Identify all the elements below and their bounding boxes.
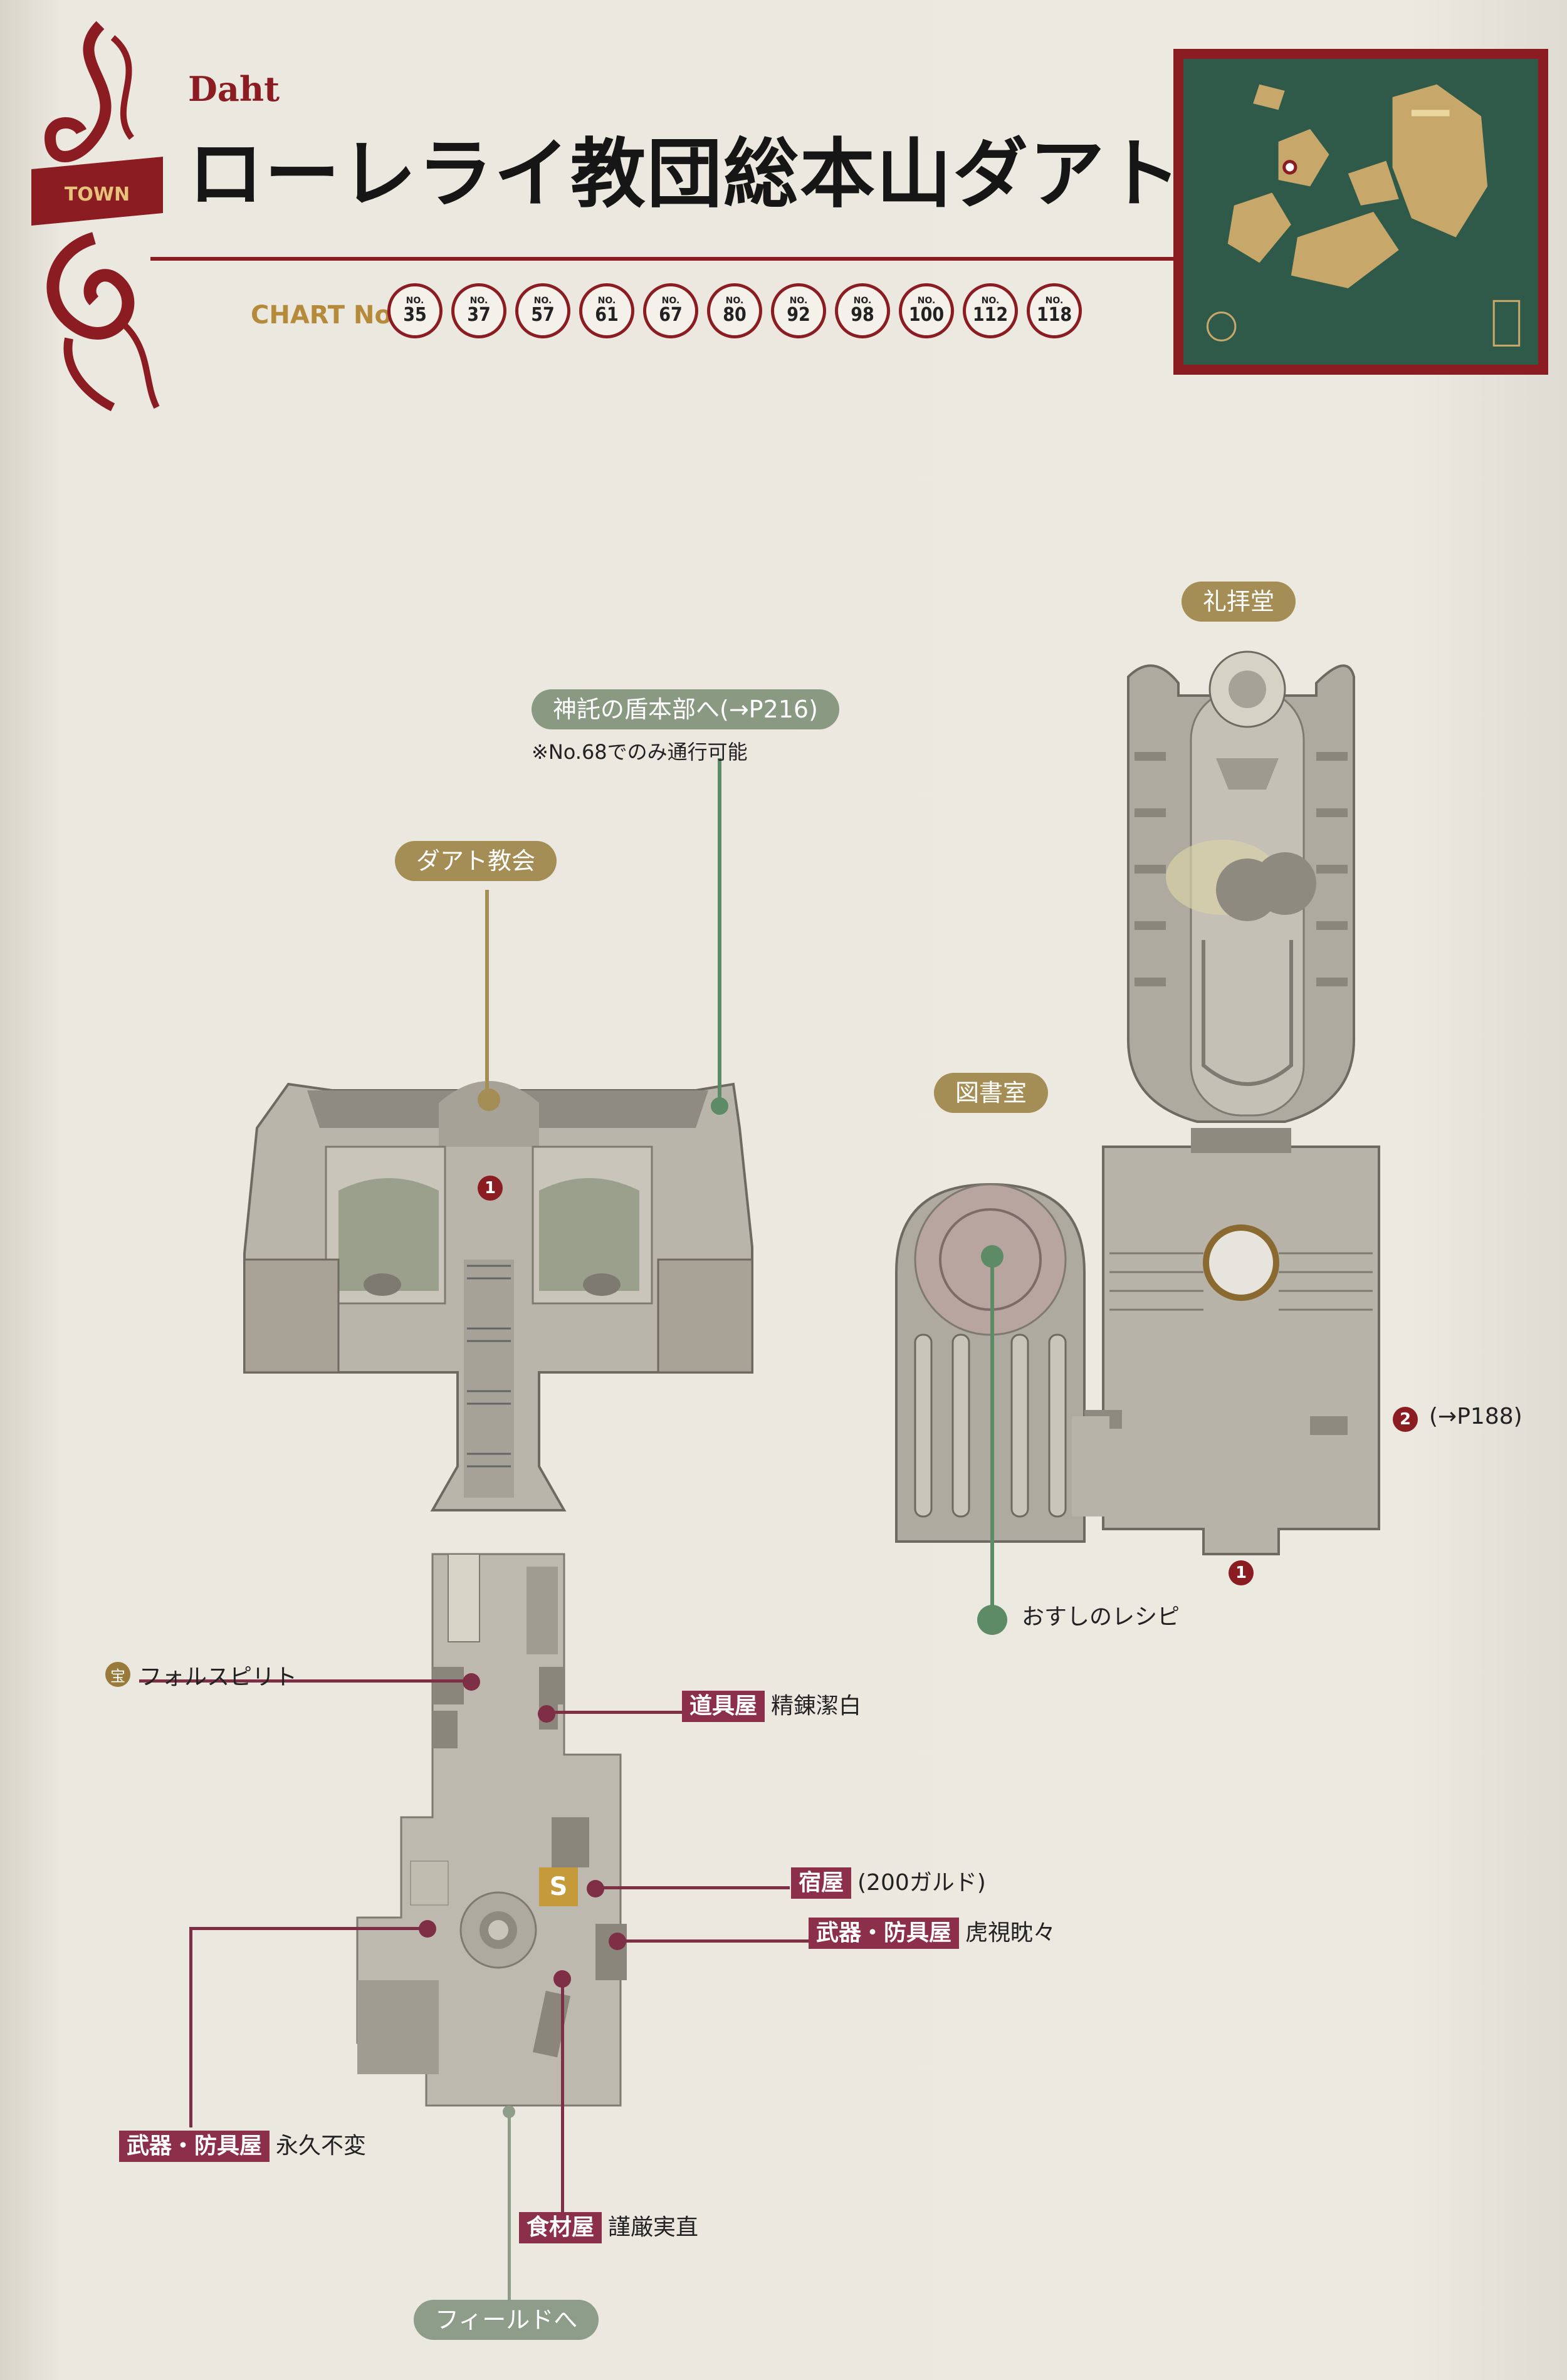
chart-badge[interactable]: NO.80 bbox=[707, 283, 762, 338]
chart-badge[interactable]: NO.67 bbox=[643, 283, 698, 338]
recipe-label[interactable]: おすしのレシピ bbox=[1022, 1604, 1180, 1630]
shop-name: 謹厳実直 bbox=[608, 2215, 699, 2240]
weapon-shop-west-label[interactable]: 武器・防具屋 永久不変 bbox=[119, 2131, 366, 2162]
main-street-map bbox=[356, 1553, 627, 2107]
shop-tag: 武器・防具屋 bbox=[119, 2131, 270, 2162]
chart-number: 37 bbox=[467, 304, 491, 326]
marker-1-hall[interactable]: 1 bbox=[1229, 1560, 1254, 1585]
chart-no-prefix: NO. bbox=[789, 296, 808, 306]
chart-badge[interactable]: NO.98 bbox=[835, 283, 890, 338]
inn-label[interactable]: 宿屋 (200ガルド) bbox=[791, 1867, 986, 1899]
weapon-shop-east-label[interactable]: 武器・防具屋 虎視眈々 bbox=[809, 1918, 1056, 1949]
chart-number: 57 bbox=[531, 304, 555, 326]
item-shop-label[interactable]: 道具屋 精錬潔白 bbox=[682, 1691, 861, 1722]
chart-no-prefix: NO. bbox=[469, 296, 488, 306]
oracle-hq-label[interactable]: 神託の盾本部へ(→P216) bbox=[532, 689, 839, 729]
chart-badge[interactable]: NO.37 bbox=[451, 283, 506, 338]
save-point-icon[interactable]: S bbox=[539, 1867, 578, 1906]
chart-no-prefix: NO. bbox=[406, 296, 424, 306]
chart-badge[interactable]: NO.112 bbox=[963, 283, 1018, 338]
shop-tag: 武器・防具屋 bbox=[809, 1918, 960, 1949]
chart-number: 35 bbox=[403, 304, 427, 326]
chart-badge[interactable]: NO.57 bbox=[515, 283, 570, 338]
chart-number: 100 bbox=[908, 304, 945, 326]
hall-map bbox=[1072, 1128, 1380, 1555]
shop-tag: 宿屋 bbox=[791, 1867, 852, 1899]
chart-number: 67 bbox=[659, 304, 683, 326]
chart-no-prefix: NO. bbox=[981, 296, 1000, 306]
chart-badge[interactable]: NO.92 bbox=[771, 283, 826, 338]
chart-no-prefix: NO. bbox=[1045, 296, 1064, 306]
chart-number: 118 bbox=[1036, 304, 1072, 326]
chart-number: 61 bbox=[595, 304, 619, 326]
chart-no-prefix: NO. bbox=[661, 296, 680, 306]
chart-badge[interactable]: NO.118 bbox=[1027, 283, 1082, 338]
treasure-icon: 宝 bbox=[105, 1662, 130, 1687]
shop-name: (200ガルド) bbox=[857, 1870, 986, 1896]
shop-name: 虎視眈々 bbox=[965, 1920, 1056, 1946]
title-divider bbox=[150, 257, 1178, 261]
town-subtitle: Daht bbox=[188, 69, 280, 109]
page-title: ローレライ教団総本山ダアト bbox=[188, 130, 1182, 218]
chart-no-prefix: NO. bbox=[597, 296, 616, 306]
chart-no-prefix: NO. bbox=[725, 296, 744, 306]
shop-name: 永久不変 bbox=[276, 2133, 367, 2159]
shop-name: 精錬潔白 bbox=[771, 1693, 862, 1719]
town-category-text: TOWN bbox=[65, 184, 130, 206]
shop-tag: 道具屋 bbox=[682, 1691, 765, 1722]
chart-no-prefix: NO. bbox=[533, 296, 552, 306]
chapel-label[interactable]: 礼拝堂 bbox=[1182, 582, 1296, 622]
oracle-hq-note: ※No.68でのみ通行可能 bbox=[532, 740, 748, 764]
library-label[interactable]: 図書室 bbox=[934, 1073, 1049, 1113]
chart-number: 98 bbox=[851, 304, 874, 326]
church-label[interactable]: ダアト教会 bbox=[395, 841, 557, 881]
marker-1-church[interactable]: 1 bbox=[478, 1176, 503, 1201]
chart-badge[interactable]: NO.35 bbox=[387, 283, 443, 338]
church-plaza-map bbox=[243, 1081, 753, 1511]
town-emblem: TOWN bbox=[25, 13, 169, 414]
chart-number-list: NO.35 NO.37 NO.57 NO.61 NO.67 NO.80 NO.9… bbox=[387, 283, 1082, 352]
marker-2-hall[interactable]: 2 bbox=[1393, 1407, 1418, 1432]
world-map-thumbnail bbox=[1173, 49, 1548, 375]
shop-tag: 食材屋 bbox=[519, 2212, 602, 2243]
field-exit-label[interactable]: フィールドへ bbox=[414, 2300, 599, 2340]
exit-reference: (→P188) bbox=[1429, 1404, 1522, 1429]
chart-number: 80 bbox=[723, 304, 747, 326]
food-shop-label[interactable]: 食材屋 謹厳実直 bbox=[519, 2212, 698, 2243]
chart-badge[interactable]: NO.61 bbox=[579, 283, 634, 338]
chart-number: 112 bbox=[972, 304, 1009, 326]
chart-label: CHART No. bbox=[251, 301, 402, 330]
chapel-map bbox=[1127, 650, 1355, 1123]
treasure-item-label[interactable]: フォルスピリト bbox=[139, 1664, 298, 1690]
leader-lines bbox=[139, 758, 1007, 2306]
chart-no-prefix: NO. bbox=[917, 296, 936, 306]
chart-number: 92 bbox=[787, 304, 810, 326]
chart-badge[interactable]: NO.100 bbox=[899, 283, 954, 338]
chart-no-prefix: NO. bbox=[853, 296, 872, 306]
